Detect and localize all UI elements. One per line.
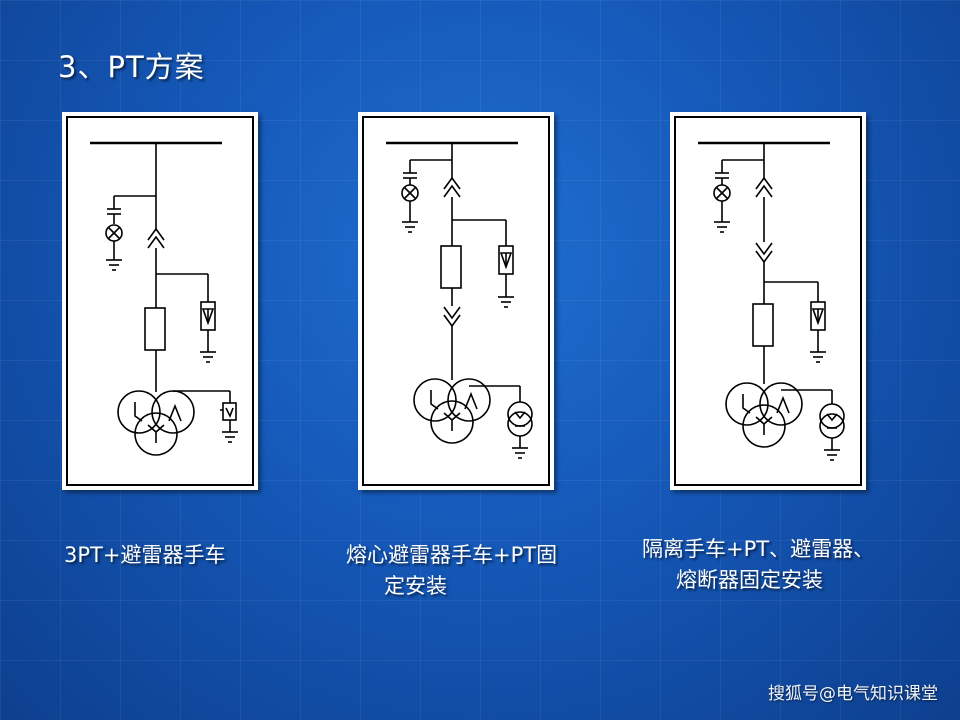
neutral-pt — [508, 386, 532, 458]
fuse — [145, 308, 165, 350]
caption-line: 熔心避雷器手车+PT固 — [346, 540, 557, 571]
slide-title: 3、PT方案 — [58, 44, 205, 86]
caption-line: 3PT+避雷器手车 — [64, 540, 225, 571]
live-indicator-lamp — [714, 160, 730, 232]
scheme-3-caption: 隔离手车+PT、避雷器、 熔断器固定安装 — [642, 534, 874, 596]
scheme-3-diagram — [670, 112, 866, 490]
withdrawable-contact-upper — [756, 178, 772, 197]
scheme-2-schematic — [358, 112, 554, 490]
scheme-1-caption: 3PT+避雷器手车 — [64, 540, 225, 571]
neutral-pt — [820, 390, 844, 460]
watermark: 搜狐号@电气知识课堂 — [768, 679, 938, 704]
three-pt-transformer — [726, 383, 802, 447]
scheme-2-caption: 熔心避雷器手车+PT固 定安装 — [346, 540, 557, 602]
scheme-1-diagram — [62, 112, 258, 490]
secondary-arrester — [220, 391, 238, 442]
scheme-1-schematic — [62, 112, 258, 490]
surge-arrester — [498, 220, 514, 307]
scheme-2-diagram — [358, 112, 554, 490]
live-indicator-lamp — [402, 160, 418, 232]
fuse — [441, 246, 461, 288]
scheme-3-schematic — [670, 112, 866, 490]
caption-line: 熔断器固定安装 — [642, 565, 874, 596]
caption-line: 隔离手车+PT、避雷器、 — [642, 534, 874, 565]
surge-arrester — [200, 274, 216, 362]
withdrawable-contact — [148, 229, 164, 248]
caption-line: 定安装 — [346, 571, 557, 602]
live-indicator-lamp — [106, 196, 122, 270]
withdrawable-contact-lower — [756, 243, 772, 262]
fuse — [753, 304, 773, 346]
withdrawable-contact-upper — [444, 178, 460, 197]
three-pt-transformer — [414, 379, 490, 443]
three-pt-transformer — [118, 391, 194, 455]
surge-arrester — [810, 282, 826, 362]
withdrawable-contact-lower — [444, 307, 460, 326]
